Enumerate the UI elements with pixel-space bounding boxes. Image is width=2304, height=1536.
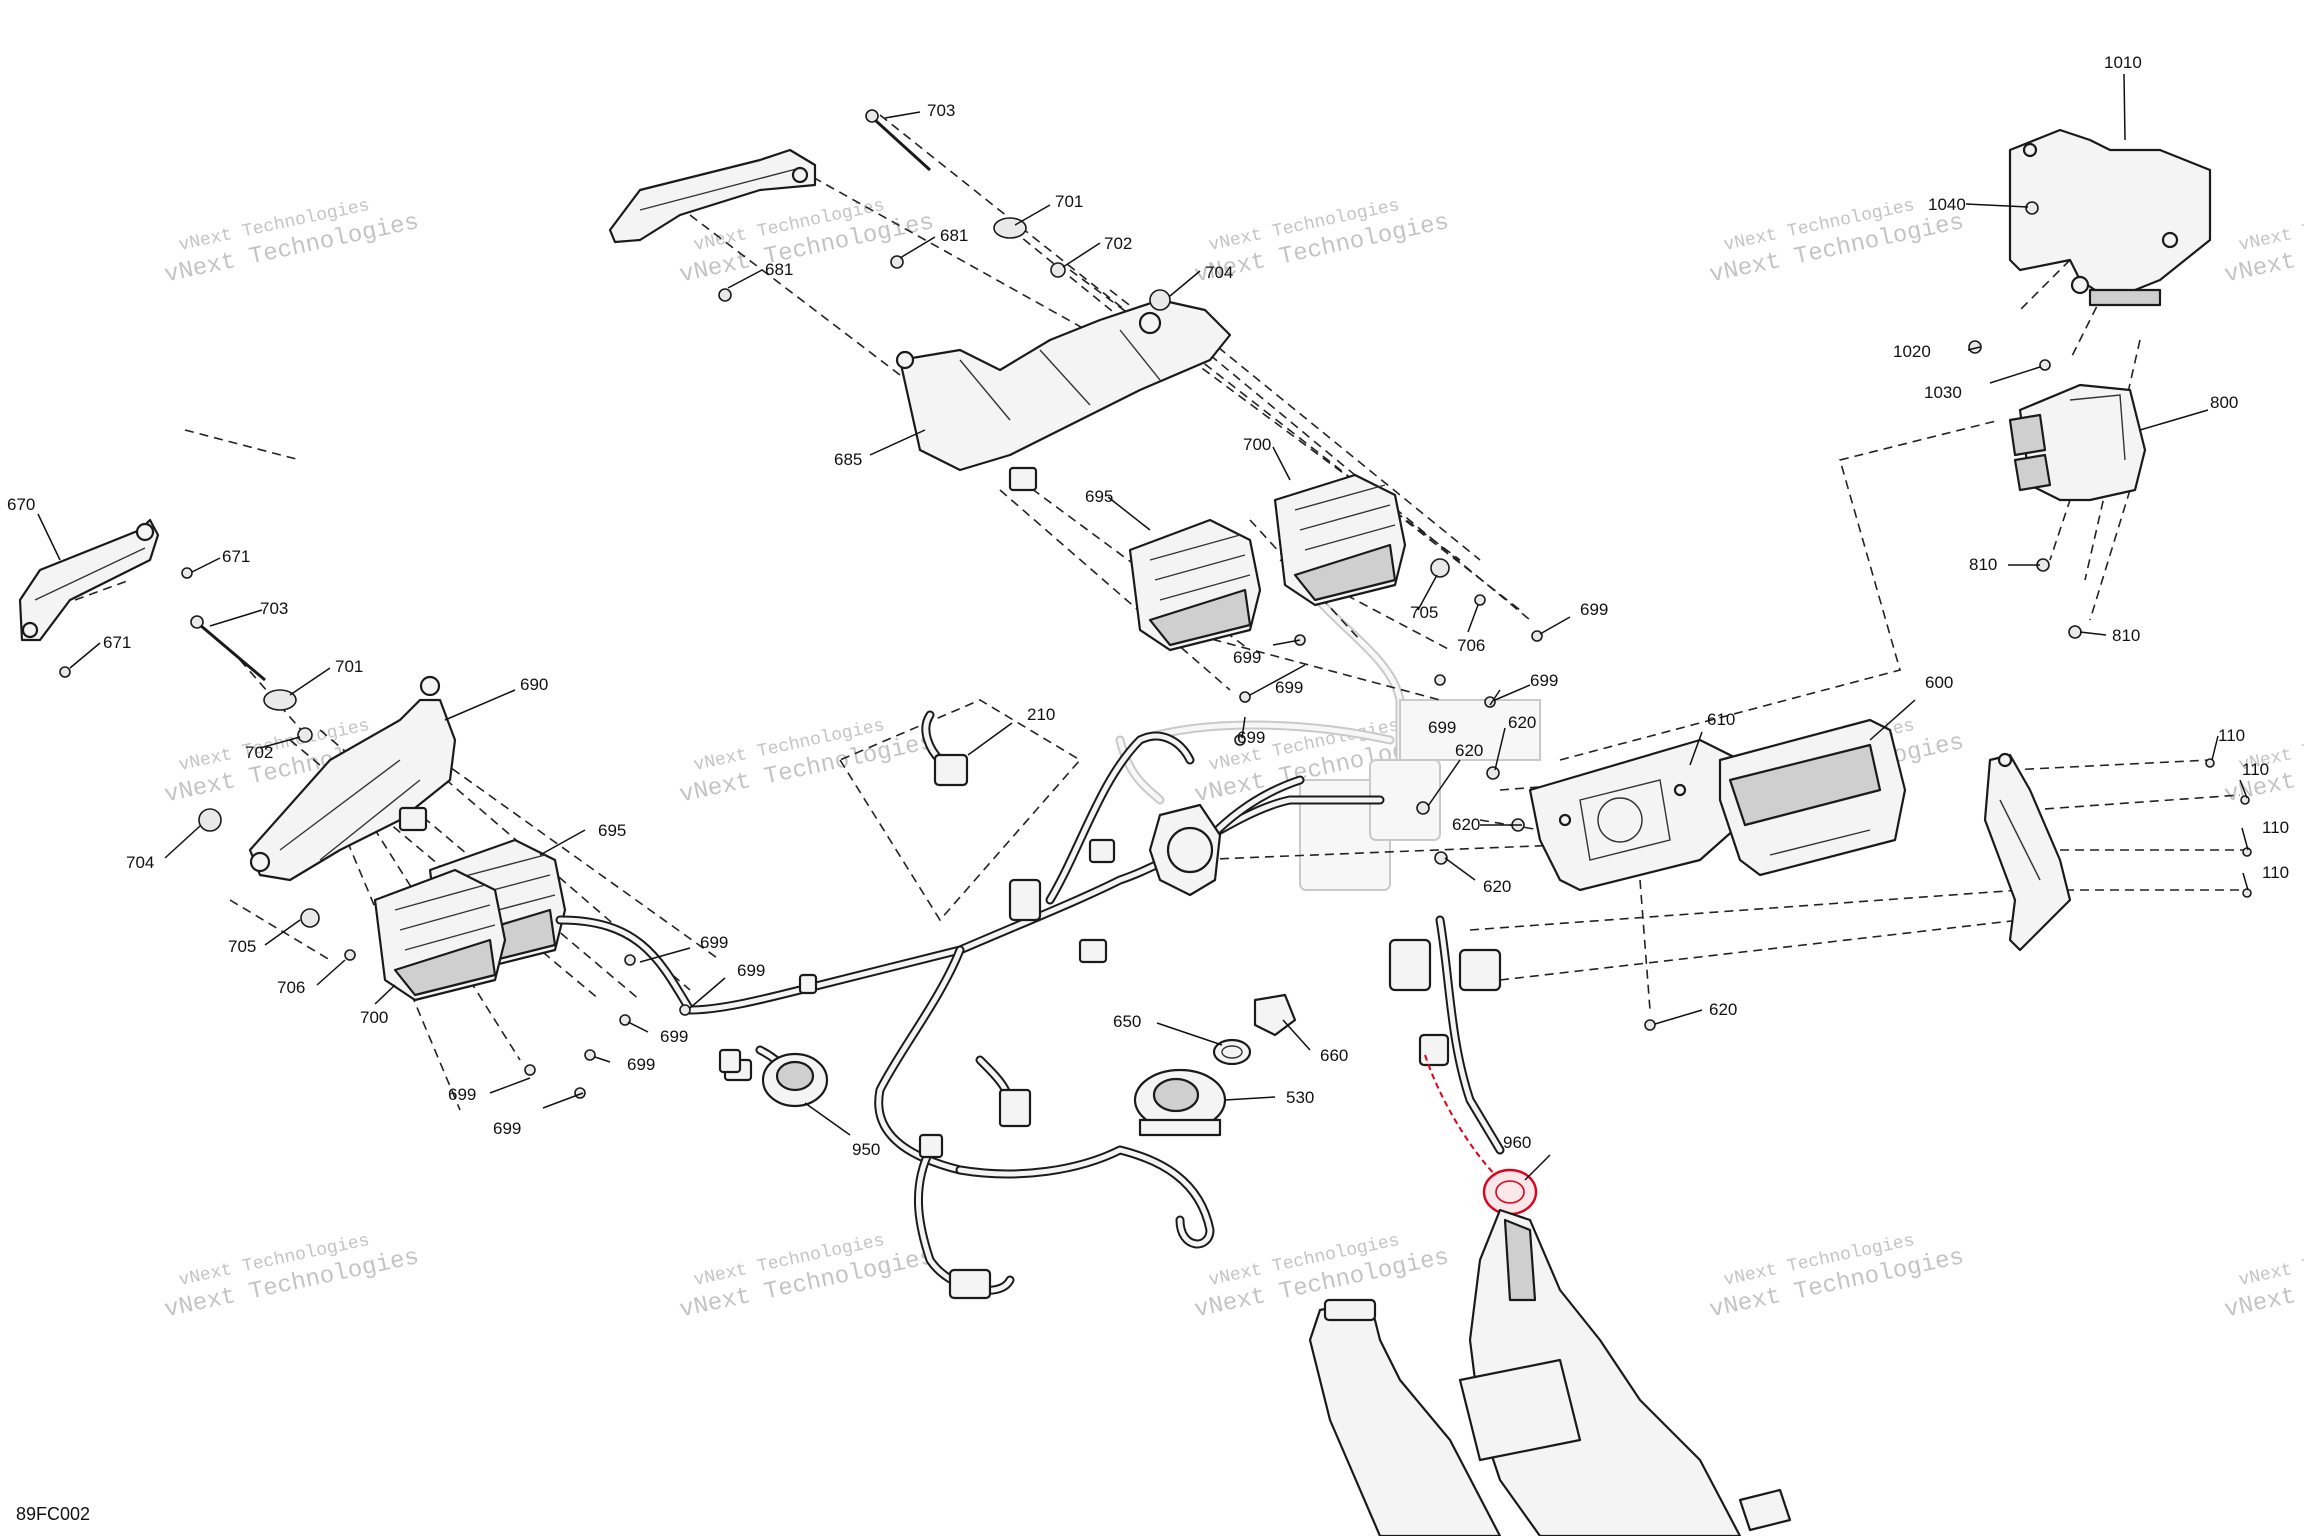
harness-connector bbox=[1088, 838, 1116, 864]
callout-700: 700 bbox=[360, 1008, 388, 1027]
ignition-switch-530[interactable] bbox=[1133, 1068, 1227, 1137]
callout-671: 671 bbox=[103, 633, 131, 652]
callout-699: 699 bbox=[1428, 718, 1456, 737]
bracket-110[interactable] bbox=[1983, 752, 2072, 952]
callout-960: 960 bbox=[1503, 1133, 1531, 1152]
callout-699: 699 bbox=[1275, 678, 1303, 697]
callout-1040: 1040 bbox=[1928, 195, 1966, 214]
callout-695: 695 bbox=[1085, 487, 1113, 506]
callout-699: 699 bbox=[627, 1055, 655, 1074]
callout-110: 110 bbox=[2218, 726, 2245, 745]
harness-connector bbox=[1418, 1033, 1450, 1067]
callout-699: 699 bbox=[493, 1119, 521, 1138]
callout-600: 600 bbox=[1925, 673, 1953, 692]
callout-701: 701 bbox=[1055, 192, 1083, 211]
callout-706: 706 bbox=[277, 978, 305, 997]
bracket-690[interactable] bbox=[248, 675, 457, 882]
callout-110: 110 bbox=[2262, 818, 2289, 837]
callout-681: 681 bbox=[940, 226, 968, 245]
callout-210: 210 bbox=[1027, 705, 1055, 724]
callout-699: 699 bbox=[660, 1027, 688, 1046]
steering-frame bbox=[1308, 1208, 1792, 1536]
callout-670: 670 bbox=[7, 495, 35, 514]
cluster-bezel-610[interactable] bbox=[1528, 738, 1747, 892]
harness-connector bbox=[918, 1133, 944, 1159]
callout-699: 699 bbox=[1237, 728, 1265, 747]
callout-810: 810 bbox=[2112, 626, 2140, 645]
handlebar-switch[interactable] bbox=[1148, 803, 1222, 897]
callout-650: 650 bbox=[1113, 1012, 1141, 1031]
callout-706: 706 bbox=[1457, 636, 1485, 655]
bracket-685[interactable] bbox=[895, 298, 1232, 492]
callout-685: 685 bbox=[834, 450, 862, 469]
light-module-700-lower[interactable] bbox=[373, 868, 507, 1002]
callout-950: 950 bbox=[852, 1140, 880, 1159]
callout-620: 620 bbox=[1452, 815, 1480, 834]
harness-connector bbox=[948, 1268, 992, 1300]
callout-705: 705 bbox=[228, 937, 256, 956]
callout-701: 701 bbox=[335, 657, 363, 676]
callout-1010: 1010 bbox=[2104, 53, 2142, 72]
light-module-695-upper[interactable] bbox=[1128, 518, 1262, 652]
callout-695: 695 bbox=[598, 821, 626, 840]
harness-connector bbox=[1008, 878, 1042, 922]
cluster-display-600[interactable] bbox=[1718, 718, 1907, 877]
callout-705: 705 bbox=[1410, 603, 1438, 622]
callout-700: 700 bbox=[1243, 435, 1271, 454]
callout-690: 690 bbox=[520, 675, 548, 694]
callout-labels: 670 671 671 703 703 681 681 701 701 702 … bbox=[7, 53, 2289, 1159]
callout-704: 704 bbox=[126, 853, 154, 872]
callout-620: 620 bbox=[1455, 741, 1483, 760]
ghost-steering-assembly bbox=[1115, 555, 1541, 891]
harness-connector bbox=[1078, 938, 1108, 964]
callout-699: 699 bbox=[1233, 648, 1261, 667]
callout-703: 703 bbox=[260, 599, 288, 618]
callout-660: 660 bbox=[1320, 1046, 1348, 1065]
ecu-module-800[interactable] bbox=[2008, 383, 2147, 502]
callout-1030: 1030 bbox=[1924, 383, 1962, 402]
harness-connector bbox=[998, 1088, 1032, 1128]
connector-210[interactable] bbox=[921, 710, 969, 787]
callout-699: 699 bbox=[1580, 600, 1608, 619]
callout-699: 699 bbox=[700, 933, 728, 952]
callout-620: 620 bbox=[1508, 713, 1536, 732]
light-module-700-upper[interactable] bbox=[1273, 473, 1407, 607]
callout-703: 703 bbox=[927, 101, 955, 120]
callout-699: 699 bbox=[737, 961, 765, 980]
bracket-681-top[interactable] bbox=[608, 148, 817, 244]
callout-681: 681 bbox=[765, 260, 793, 279]
callout-620: 620 bbox=[1709, 1000, 1737, 1019]
callout-702: 702 bbox=[1104, 234, 1132, 253]
leader-lines bbox=[37, 73, 2249, 1181]
figure-code: 89FC002 bbox=[16, 1504, 90, 1524]
callout-110: 110 bbox=[2242, 760, 2269, 779]
callout-610: 610 bbox=[1707, 710, 1735, 729]
bracket-670[interactable] bbox=[18, 518, 160, 642]
callout-702: 702 bbox=[245, 743, 273, 762]
harness-connector bbox=[1388, 938, 1432, 992]
callout-699: 699 bbox=[448, 1085, 476, 1104]
harness-connector bbox=[798, 973, 818, 995]
callout-110: 110 bbox=[2262, 863, 2289, 882]
callout-699: 699 bbox=[1530, 671, 1558, 690]
callout-810: 810 bbox=[1969, 555, 1997, 574]
callout-800: 800 bbox=[2210, 393, 2238, 412]
callout-704: 704 bbox=[1205, 263, 1233, 282]
ring-650[interactable] bbox=[1212, 1038, 1252, 1066]
bracket-1010[interactable] bbox=[2008, 128, 2212, 307]
callout-671: 671 bbox=[222, 547, 250, 566]
callout-620: 620 bbox=[1483, 877, 1511, 896]
connector-660[interactable] bbox=[1253, 993, 1297, 1037]
callout-530: 530 bbox=[1286, 1088, 1314, 1107]
harness-connector bbox=[1458, 948, 1502, 992]
power-socket-950[interactable] bbox=[761, 1052, 829, 1108]
callout-1020: 1020 bbox=[1893, 342, 1931, 361]
harness-connector bbox=[718, 1048, 742, 1074]
